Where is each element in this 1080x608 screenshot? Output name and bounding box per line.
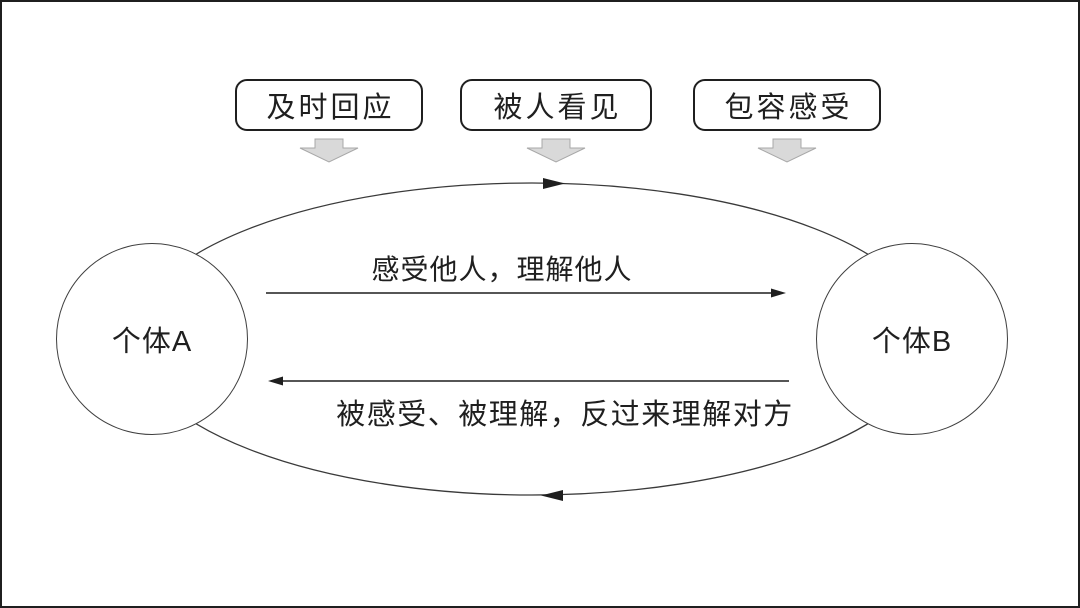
entity-circle-a: 个体A	[56, 243, 248, 435]
cycle-arrowhead-top-icon	[543, 178, 565, 189]
entity-b-label: 个体B	[871, 326, 953, 358]
top-box-being-seen: 被人看见	[460, 79, 652, 131]
top-box-accept-feelings: 包容感受	[693, 79, 881, 131]
entity-circle-b: 个体B	[816, 243, 1008, 435]
forward-flow-label: 感受他人，理解他人	[371, 254, 633, 285]
down-arrow-icon	[299, 138, 359, 163]
top-box-label: 及时回应	[266, 92, 395, 124]
forward-arrowhead-icon	[771, 288, 786, 298]
top-box-label: 包容感受	[724, 92, 853, 124]
top-box-label: 被人看见	[493, 92, 622, 124]
cycle-ellipse	[131, 182, 933, 496]
cycle-arrowhead-bottom-icon	[541, 490, 563, 501]
down-arrow-icon	[526, 138, 586, 163]
top-box-timely-response: 及时回应	[235, 79, 423, 131]
backward-arrowhead-icon	[268, 376, 283, 386]
entity-a-label: 个体A	[111, 326, 193, 358]
backward-flow-label: 被感受、被理解，反过来理解对方	[336, 399, 794, 431]
down-arrow-icon	[757, 138, 817, 163]
